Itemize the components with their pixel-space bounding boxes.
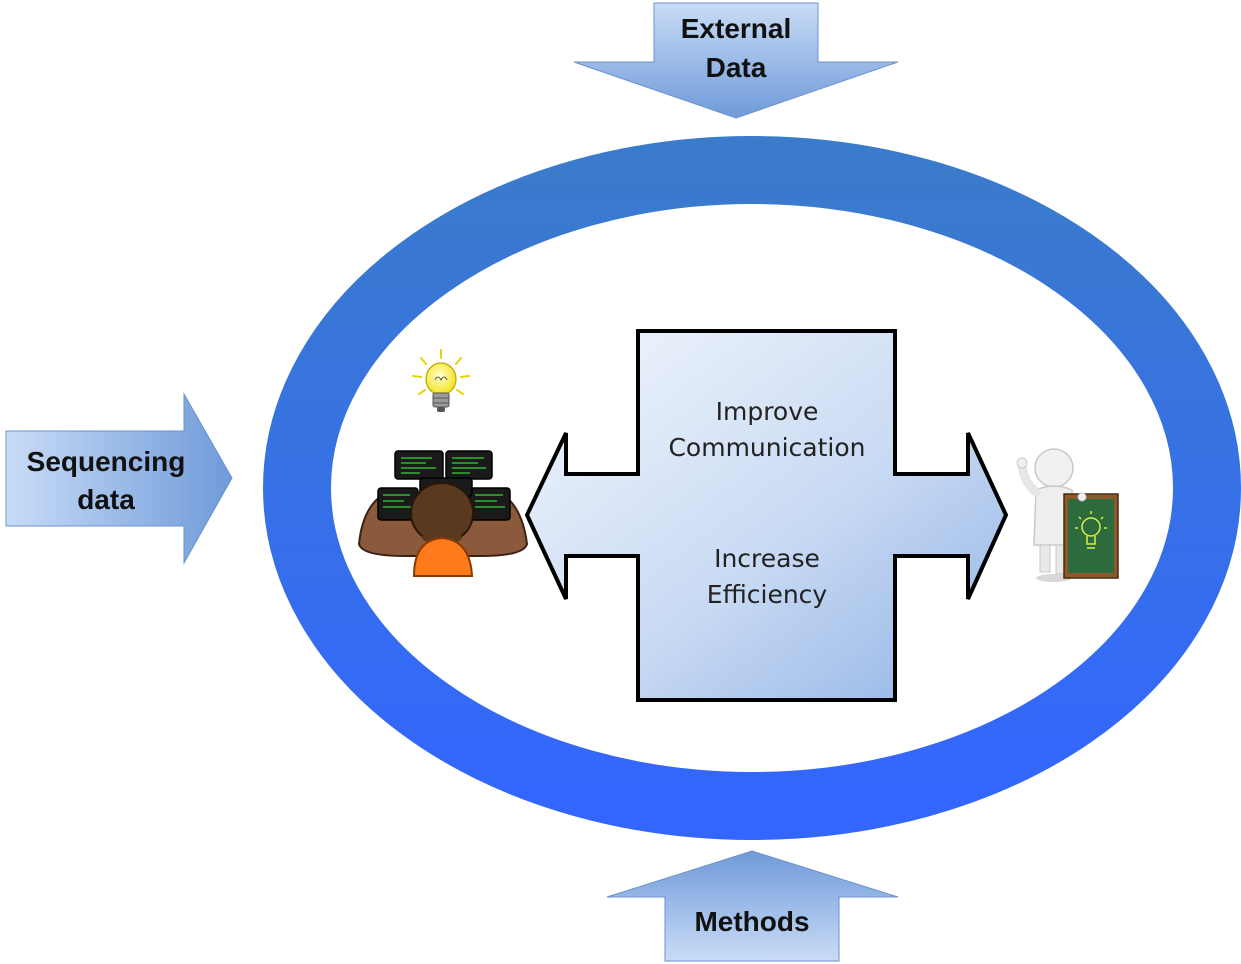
external-data-arrow: External Data: [573, 2, 899, 119]
central-bidirectional-arrow: Improve Communication Increase Efficienc…: [524, 329, 1009, 702]
sequencing-data-arrow: Sequencing data: [5, 392, 233, 565]
sequencing-data-label-line2: data: [77, 484, 135, 515]
external-data-label-line2: Data: [706, 52, 767, 83]
goal-increase-line2: Efficiency: [707, 580, 828, 609]
lightbulb-icon: [412, 349, 470, 412]
external-data-label-line1: External: [681, 13, 792, 44]
goal-improve-line2: Communication: [668, 433, 865, 462]
programmer-at-computers-icon: [357, 450, 529, 577]
sequencing-data-label-line1: Sequencing: [27, 446, 186, 477]
goal-increase-line1: Increase: [714, 544, 820, 573]
goal-improve-line1: Improve: [716, 397, 819, 426]
methods-label: Methods: [694, 906, 809, 937]
presenter-with-chalkboard-icon: [1016, 448, 1119, 582]
cycle-ring: [263, 136, 1241, 840]
methods-arrow: Methods: [606, 850, 899, 962]
